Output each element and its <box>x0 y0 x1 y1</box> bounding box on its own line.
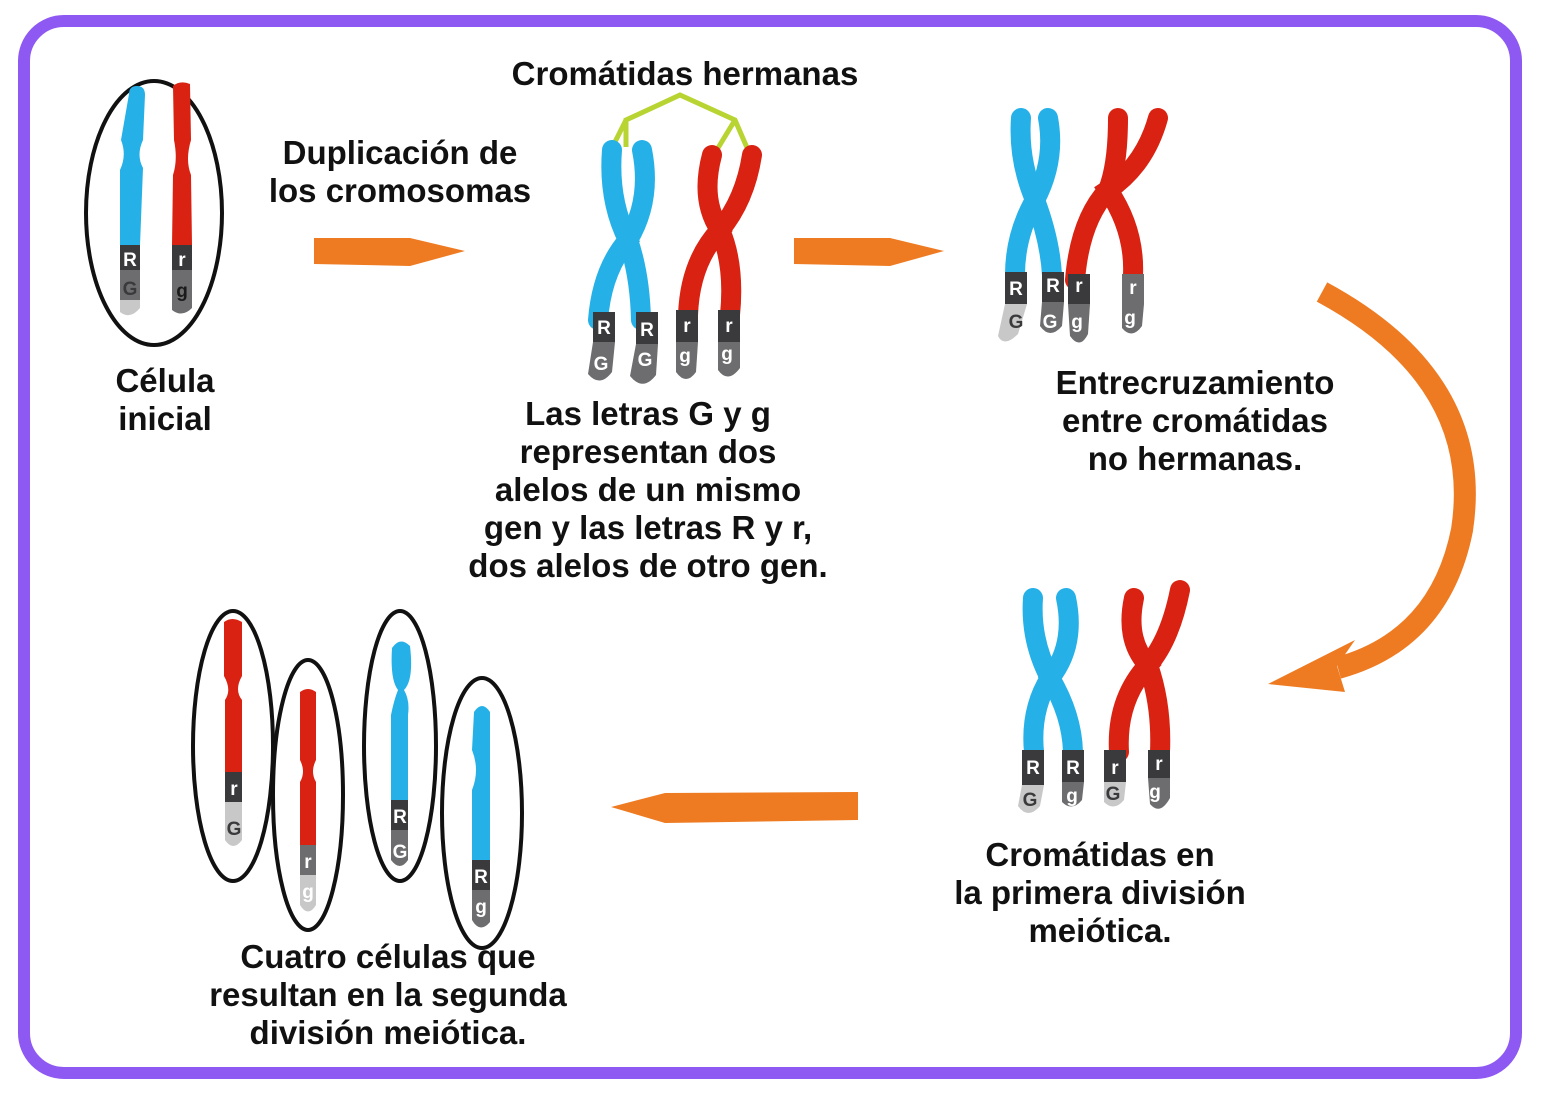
allele-label: G <box>123 279 138 300</box>
four-cells-label: Cuatro células que resultan en la segund… <box>209 938 567 1051</box>
cell-outline <box>191 609 275 883</box>
four-cells: r G r g R G R g <box>191 609 524 950</box>
allele-label: G <box>638 350 653 371</box>
allele-label: g <box>475 897 487 918</box>
allele-label: r <box>178 250 186 271</box>
duplication-label: Duplicación de los cromosomas <box>268 134 532 209</box>
diagram-frame <box>18 15 1522 1079</box>
allele-label: g <box>176 281 188 302</box>
allele-label: R <box>1066 758 1080 779</box>
duplicated-chromosomes: R G R G r g r g <box>588 92 762 384</box>
arrow-left-icon <box>611 792 858 823</box>
allele-label: R <box>1026 758 1040 779</box>
allele-label: G <box>1009 312 1024 333</box>
cell-3: R G <box>362 609 438 883</box>
allele-label: r <box>304 852 312 873</box>
allele-label: G <box>1023 790 1038 811</box>
crossing-over-label: Entrecruzamiento entre cromátidas no her… <box>1055 364 1335 477</box>
allele-label: r <box>725 316 733 337</box>
chromosome-blue: R G <box>120 86 145 316</box>
allele-label: g <box>1149 782 1161 803</box>
allele-label: R <box>1046 276 1060 297</box>
allele-label: r <box>1155 754 1163 775</box>
initial-cell: R G r g <box>84 79 224 347</box>
allele-label: G <box>1043 312 1058 333</box>
cell-outline <box>362 609 438 883</box>
sister-chromatids-label: Cromátidas hermanas <box>511 55 859 92</box>
cell-outline <box>271 658 345 932</box>
arrow-right-icon <box>314 238 465 266</box>
cell-2: r g <box>271 658 345 932</box>
first-division-chromosomes: R G R g r G r g <box>1018 580 1190 813</box>
allele-label: G <box>227 819 242 840</box>
allele-label: g <box>679 346 691 367</box>
cell-outline <box>84 79 224 347</box>
initial-cell-label: Célula inicial <box>115 362 215 437</box>
allele-label: g <box>1071 312 1083 333</box>
arrow-right-icon <box>794 238 944 266</box>
allele-label: G <box>1106 784 1121 805</box>
first-division-label: Cromátidas en la primera división meióti… <box>954 836 1246 949</box>
allele-label: R <box>393 807 407 828</box>
alleles-note-label: Las letras G y g representan dos alelos … <box>468 395 828 584</box>
cell-1: r G <box>191 609 275 883</box>
allele-label: R <box>640 320 654 341</box>
cell-4: R g <box>440 676 524 950</box>
sister-chromatid-bracket <box>609 92 751 151</box>
allele-label: r <box>230 779 238 800</box>
allele-label: g <box>302 882 314 903</box>
crossing-over-chromosomes: R G R G r g r g <box>998 108 1168 343</box>
allele-label: g <box>1066 786 1078 807</box>
allele-label: g <box>721 344 733 365</box>
allele-label: r <box>1129 278 1137 299</box>
allele-label: G <box>594 354 609 375</box>
allele-label: R <box>1009 279 1023 300</box>
allele-label: r <box>683 316 691 337</box>
allele-label: R <box>474 867 488 888</box>
chromosome-red: r g <box>172 82 192 314</box>
allele-label: R <box>597 318 611 339</box>
allele-label: R <box>123 250 137 271</box>
allele-label: r <box>1075 276 1083 297</box>
cell-outline <box>440 676 524 950</box>
allele-label: r <box>1111 758 1119 779</box>
curved-arrow-icon <box>1268 282 1476 692</box>
allele-label: g <box>1124 308 1136 329</box>
allele-label: G <box>393 842 408 863</box>
